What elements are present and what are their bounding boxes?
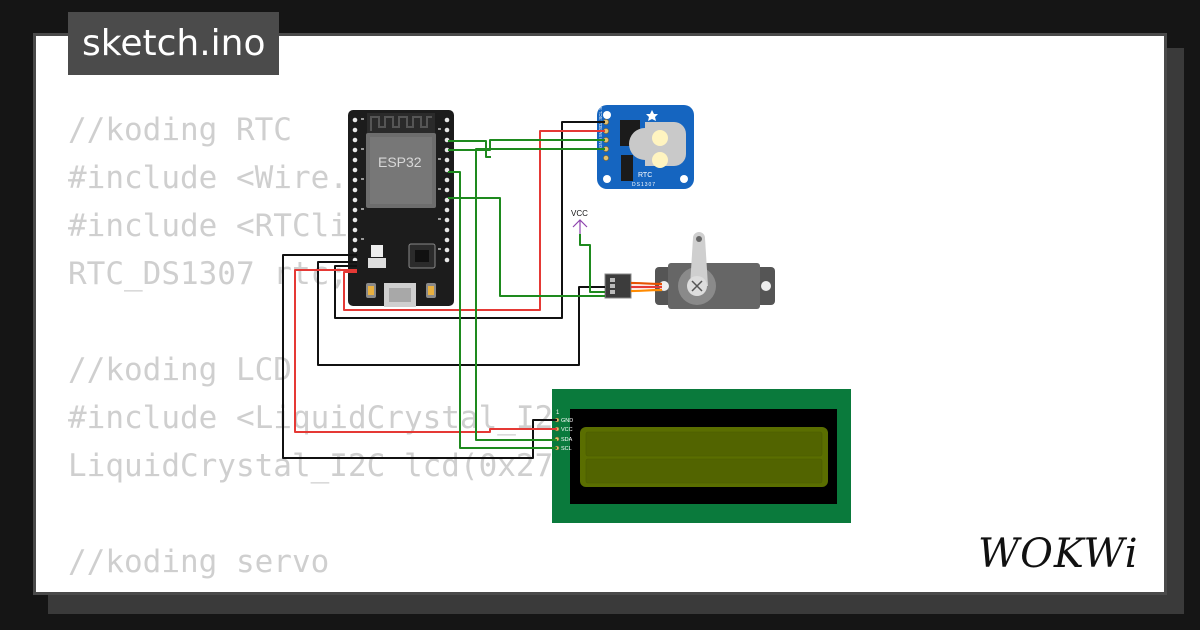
wire-gnd-servo xyxy=(317,261,605,366)
rtc-module[interactable]: GND 5V SDA SCL SQW RTC DS1307 xyxy=(597,98,694,189)
vcc-power-symbol: VCC xyxy=(571,209,588,234)
wire-gnd-rtc xyxy=(334,121,605,319)
lcd-pin-sda: SDA xyxy=(561,437,573,443)
wokwi-logo-text: WOKWi xyxy=(978,531,1139,577)
lcd-display[interactable]: 1 GND VCC SDA SCL xyxy=(552,389,851,523)
wire-sda-rtc xyxy=(448,139,605,151)
wire-gnd-lcd xyxy=(282,254,557,459)
lcd-pin-vcc: VCC xyxy=(561,427,573,433)
file-tab[interactable]: sketch.ino xyxy=(68,12,280,75)
vcc-label: VCC xyxy=(571,209,588,218)
code-line: //koding servo xyxy=(68,544,330,580)
rtc-label: RTC xyxy=(638,172,652,179)
rtc-pin-labels: GND 5V SDA SCL SQW xyxy=(598,98,603,148)
wire-servo-signal xyxy=(448,197,605,297)
esp32-board[interactable]: ESP32 xyxy=(348,110,454,307)
code-line: //koding RTC xyxy=(68,112,292,148)
servo-motor[interactable] xyxy=(604,232,775,309)
lcd-pin-number: 1 xyxy=(556,410,560,416)
rtc-model-label: DS1307 xyxy=(632,182,656,188)
wires xyxy=(282,121,605,459)
wire-scl-rtc xyxy=(448,140,491,158)
lcd-pin-scl: SCL xyxy=(561,446,572,452)
wire-servo-vcc xyxy=(579,234,605,293)
wire-scl-lcd xyxy=(448,171,557,449)
wokwi-logo: WOKWi xyxy=(978,531,1139,577)
wire-vcc-lcd xyxy=(294,269,557,433)
esp32-label: ESP32 xyxy=(378,154,422,170)
lcd-pin-gnd: GND xyxy=(561,418,573,424)
wire-sda-lcd xyxy=(475,148,605,441)
wire-vcc-rtc xyxy=(343,130,605,311)
